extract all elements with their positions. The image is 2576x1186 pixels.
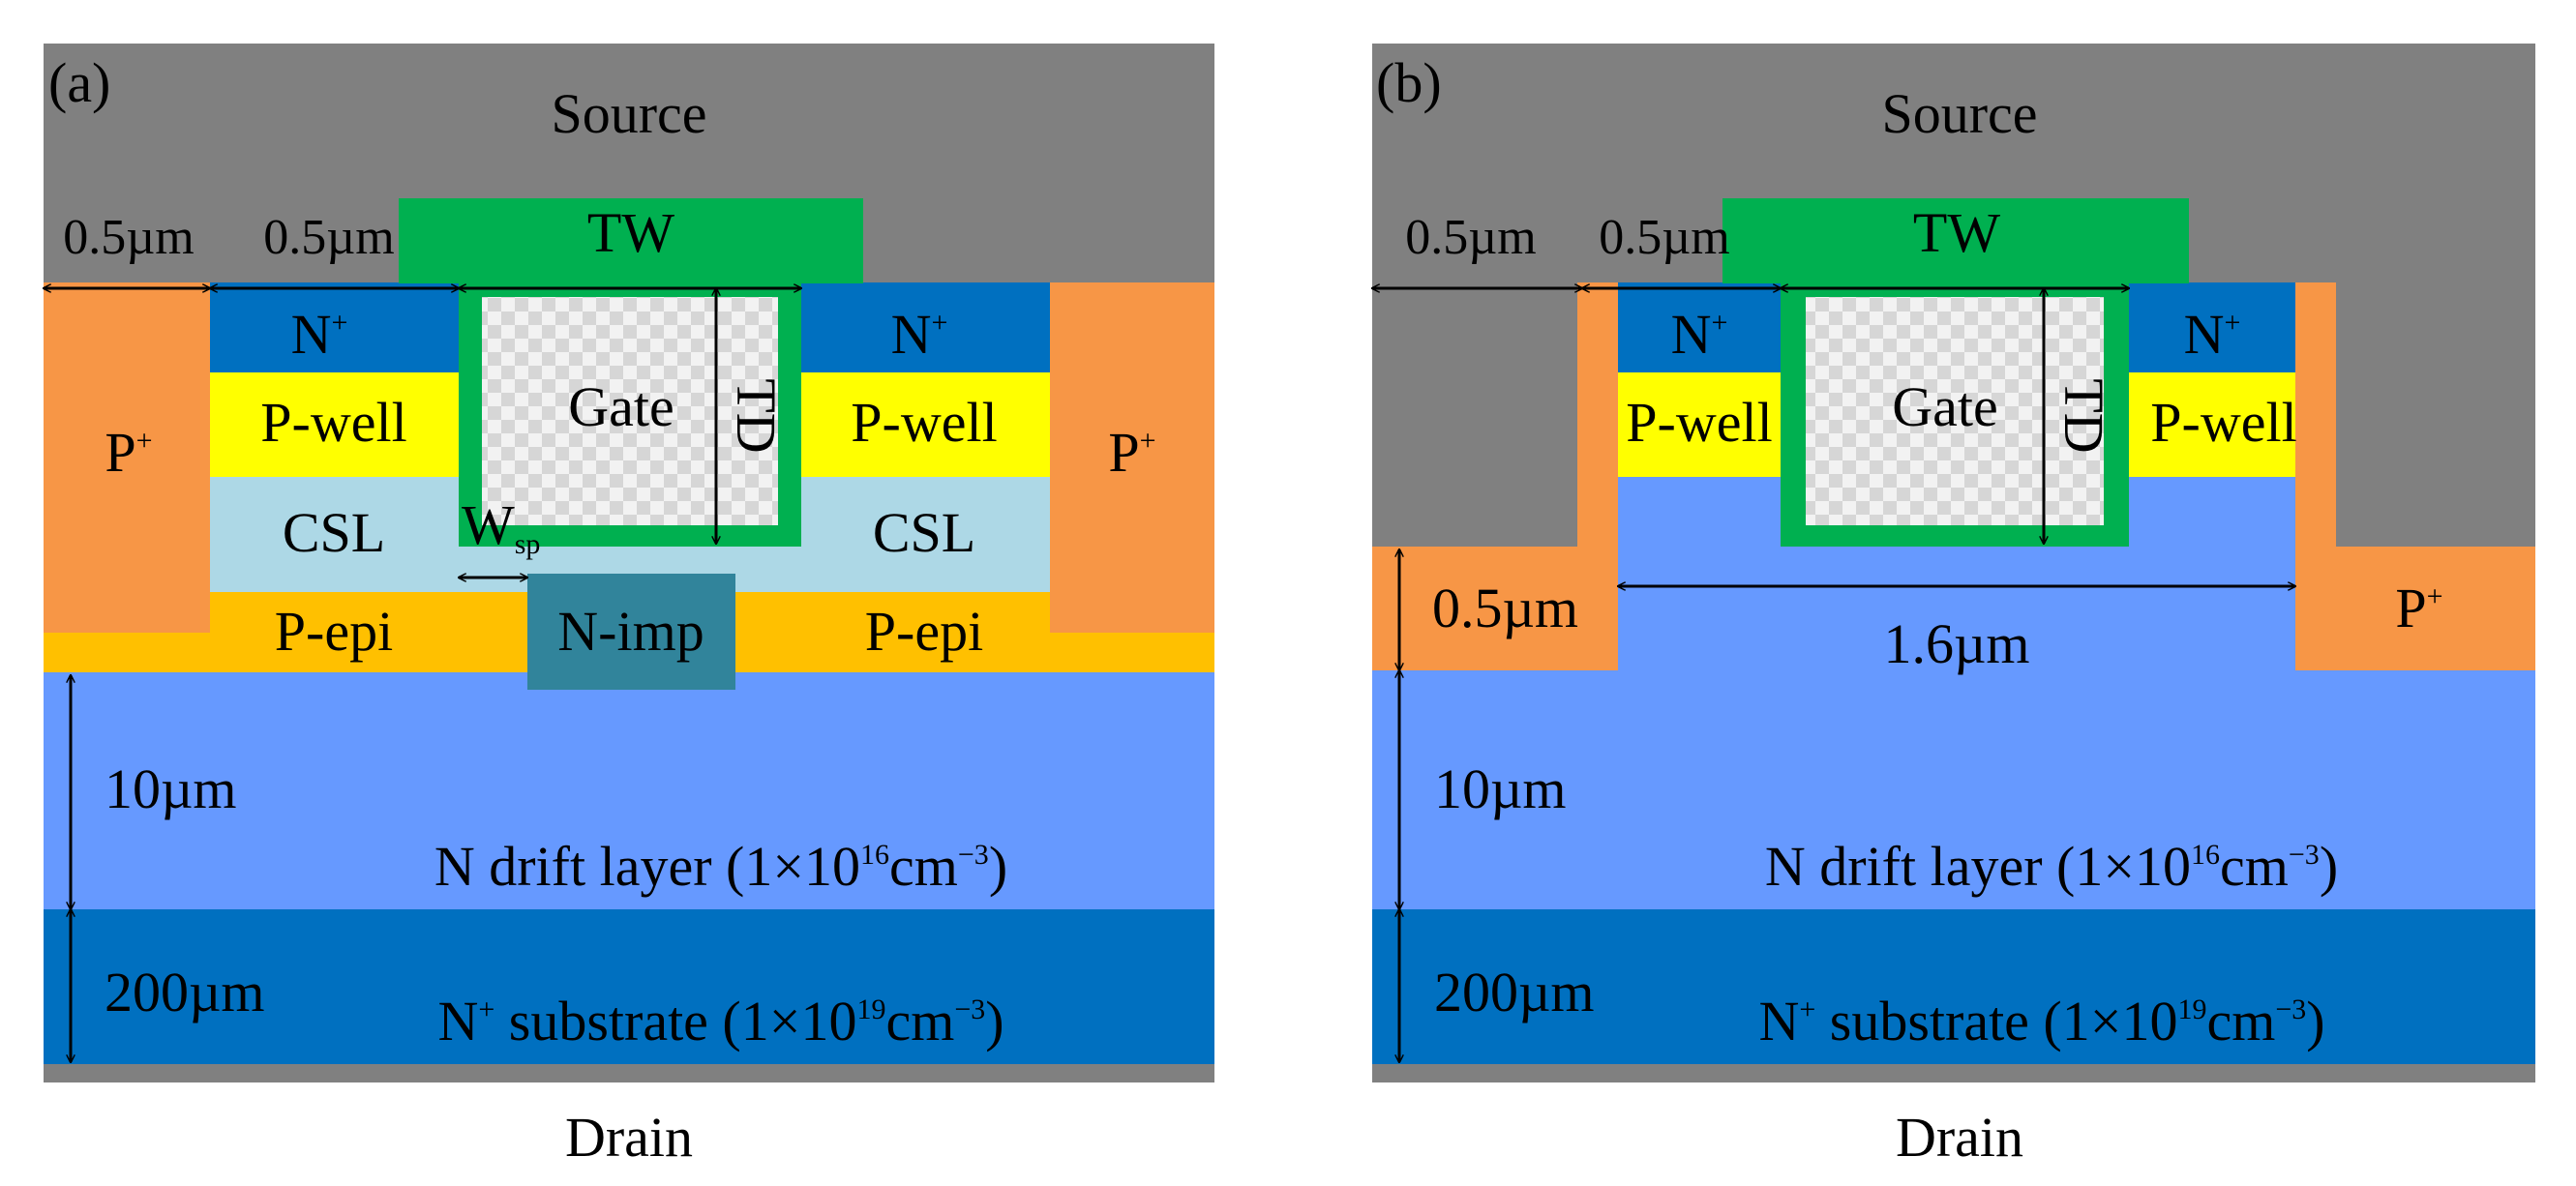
p-well-label-left-b: P-well	[1626, 391, 1772, 454]
p-plus-label-right-b: P+	[2395, 577, 2442, 639]
source-label-b: Source	[1881, 82, 2037, 145]
p-well-label-right-a: P-well	[851, 391, 997, 454]
panel-tag-a: (a)	[48, 51, 110, 114]
n-plus-left-b	[1618, 282, 1781, 372]
drain-label-b: Drain	[1896, 1106, 2023, 1169]
p-plus-label-right-a: P+	[1108, 421, 1155, 484]
substrate-a	[44, 909, 1214, 1064]
p-epi-label-left-a: P-epi	[275, 600, 393, 663]
drift-label-a: N drift layer (1×1016cm−3)	[434, 835, 1007, 898]
gate-label-a: Gate	[568, 375, 674, 438]
p-epi-label-right-a: P-epi	[865, 600, 983, 663]
p-well-label-left-a: P-well	[260, 391, 406, 454]
panel-a: (a) Source TW 0.5µm 0.5µm N+ N+ Gate TD …	[44, 44, 1214, 1169]
p-plus-left-riser-b	[1577, 282, 1618, 670]
p-plus-right-riser-b	[2295, 282, 2336, 670]
dim-label-drift-a: 10µm	[105, 757, 237, 820]
n-plus-right-b	[2129, 282, 2295, 372]
p-well-left-b	[1618, 372, 1781, 477]
n-plus-left-a	[210, 282, 459, 372]
n-plus-right-a	[801, 282, 1050, 372]
gate-label-b: Gate	[1892, 375, 1998, 438]
p-well-right-b	[2129, 372, 2295, 477]
dim-label-drift-b: 10µm	[1434, 757, 1567, 820]
csl-left-a	[210, 477, 459, 592]
panel-b: (b) Source TW 0.5µm 0.5µm N+ N+ Gate TD …	[1372, 44, 2535, 1169]
n-plus-label-left-b: N+	[1671, 303, 1728, 366]
dim-label-width-b: 1.6µm	[1883, 612, 2029, 675]
dim-label-substrate-a: 200µm	[105, 961, 265, 1023]
n-plus-label-right-b: N+	[2184, 303, 2241, 366]
p-plus-left-b	[1372, 547, 1618, 670]
td-label-a: TD	[725, 378, 788, 453]
csl-right-a	[753, 477, 1050, 592]
p-plus-right-a	[1050, 282, 1214, 633]
dim-label-mid-a: 0.5µm	[263, 210, 394, 265]
drift-layer-a	[44, 672, 1214, 909]
tw-b	[1722, 198, 2189, 283]
drain-label-a: Drain	[565, 1106, 693, 1169]
source-label-a: Source	[551, 82, 706, 145]
drift-label-b: N drift layer (1×1016cm−3)	[1765, 835, 2338, 898]
dim-label-mid-b: 0.5µm	[1599, 210, 1729, 265]
substrate-label-b: N+ substrate (1×1019cm−3)	[1758, 990, 2324, 1053]
n-imp-label-a: N-imp	[557, 600, 704, 663]
gate-a	[482, 297, 778, 525]
substrate-label-a: N+ substrate (1×1019cm−3)	[437, 990, 1003, 1053]
dim-label-depth-b: 0.5µm	[1432, 577, 1578, 639]
td-label-b: TD	[2052, 378, 2115, 453]
csl-label-left-a: CSL	[283, 501, 385, 564]
wsp-label-a: Wsp	[462, 493, 540, 560]
tw-label-b: TW	[1913, 201, 2000, 264]
tw-label-a: TW	[587, 201, 674, 264]
tw-a	[399, 198, 863, 283]
p-well-left-a	[210, 372, 459, 477]
n-imp-a	[527, 574, 735, 690]
p-well-label-right-b: P-well	[2150, 391, 2296, 454]
csl-label-right-a: CSL	[873, 501, 975, 564]
dim-label-substrate-b: 200µm	[1434, 961, 1595, 1023]
p-plus-label-left-a: P+	[105, 421, 152, 484]
n-plus-label-left-a: N+	[291, 303, 348, 366]
n-plus-label-right-a: N+	[891, 303, 948, 366]
gate-b	[1806, 297, 2104, 525]
panel-tag-b: (b)	[1376, 51, 1442, 114]
dim-label-left-b: 0.5µm	[1405, 210, 1536, 265]
p-plus-left-a	[44, 282, 210, 633]
substrate-b	[1372, 909, 2535, 1064]
p-well-right-a	[801, 372, 1050, 477]
dim-label-left-a: 0.5µm	[63, 210, 194, 265]
